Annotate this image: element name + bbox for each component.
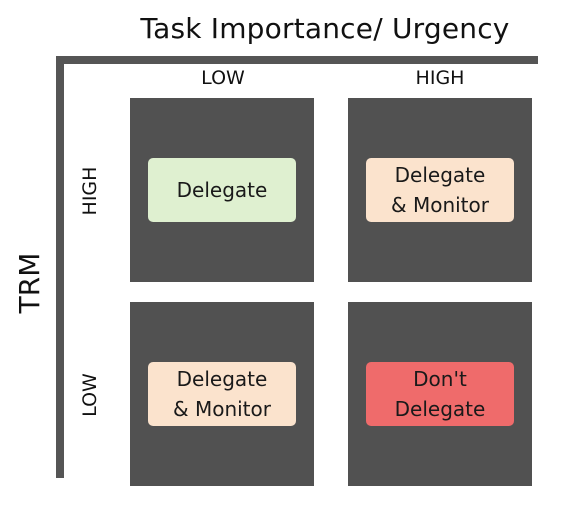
cell-delegate-monitor: Delegate & Monitor — [366, 158, 514, 222]
cell-text-line1: Delegate — [394, 163, 486, 187]
cell-dont-delegate: Don't Delegate — [366, 362, 514, 426]
cell-text-line2: & Monitor — [391, 193, 489, 217]
top-axis-line — [56, 56, 538, 64]
quadrant-low-trm-high-importance: Don't Delegate — [348, 302, 532, 486]
row-label-low: LOW — [79, 373, 101, 417]
quadrant-high-trm-high-importance: Delegate & Monitor — [348, 98, 532, 282]
left-axis-line — [56, 56, 64, 478]
cell-text-line2: Delegate — [394, 397, 486, 421]
cell-text-line1: Don't — [413, 367, 467, 391]
matrix-title: Task Importance/ Urgency — [140, 12, 510, 45]
cell-delegate: Delegate — [148, 158, 296, 222]
row-label-high: HIGH — [79, 166, 101, 216]
quadrant-high-trm-low-importance: Delegate — [130, 98, 314, 282]
column-label-low: LOW — [201, 67, 245, 89]
cell-text: Delegate — [176, 178, 268, 202]
quadrant-low-trm-low-importance: Delegate & Monitor — [130, 302, 314, 486]
cell-text-line1: Delegate — [176, 367, 268, 391]
cell-text-line2: & Monitor — [173, 397, 271, 421]
y-axis-label: TRM — [13, 252, 46, 314]
column-label-high: HIGH — [415, 67, 465, 89]
cell-delegate-monitor: Delegate & Monitor — [148, 362, 296, 426]
